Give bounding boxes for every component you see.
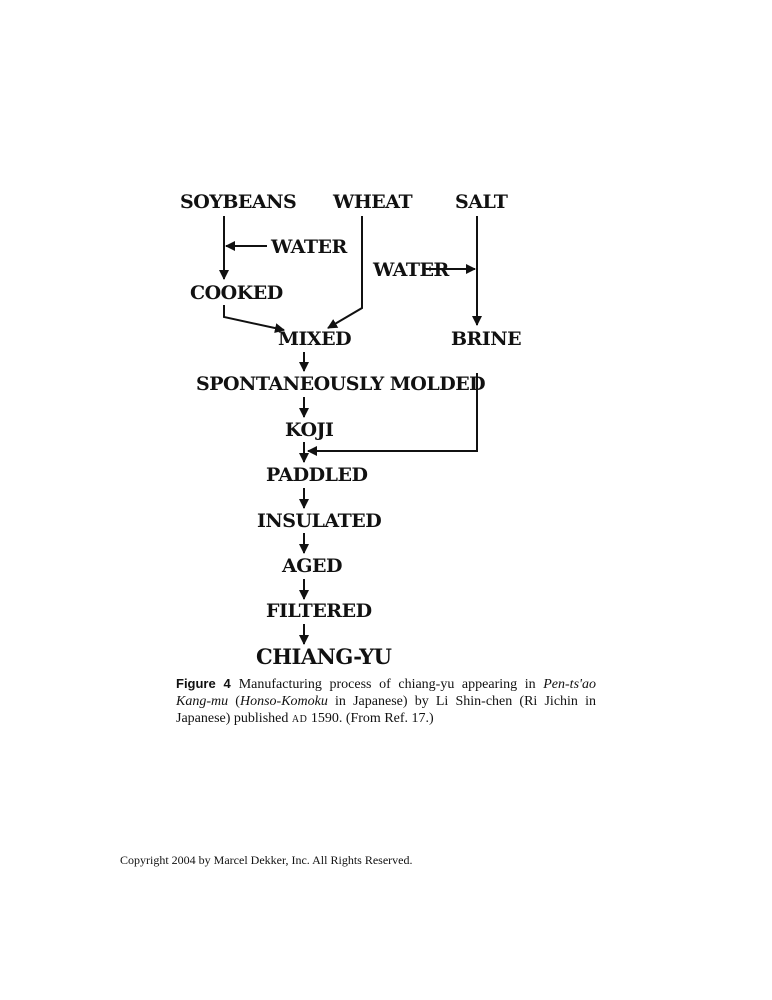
node-filtered: FILTERED <box>266 600 372 622</box>
figure-caption: Figure 4 Manufacturing process of chiang-… <box>176 675 596 728</box>
node-aged: AGED <box>281 555 342 577</box>
node-salt: SALT <box>455 191 508 213</box>
node-water-right: WATER <box>372 259 449 281</box>
caption-italic-title: Pen-ts'ao Kang-mu <box>176 677 597 709</box>
arrow-brine-to-paddled <box>307 373 478 456</box>
caption-text-3: in Japanese) by Li Shin-chen (Ri Jichin … <box>176 694 596 726</box>
node-insulated: INSULATED <box>257 510 381 532</box>
node-paddled: PADDLED <box>266 464 367 486</box>
node-wheat: WHEAT <box>332 191 412 213</box>
node-soybeans: SOYBEANS <box>180 191 296 213</box>
process-flow-diagram: SOYBEANS WHEAT SALT WATER WATER COOKED M… <box>180 191 522 669</box>
figure-label: Figure 4 <box>176 676 231 691</box>
node-spontaneously-molded: SPONTANEOUSLY MOLDED <box>196 373 485 395</box>
copyright-notice: Copyright 2004 by Marcel Dekker, Inc. Al… <box>120 853 413 867</box>
node-brine: BRINE <box>451 328 521 350</box>
arrow-cooked-to-mixed <box>223 305 285 333</box>
node-chiang-yu: CHIANG-YU <box>256 644 392 669</box>
node-water-left: WATER <box>270 236 347 258</box>
caption-text-4: 1590. (From Ref. 17.) <box>307 711 434 726</box>
node-cooked: COOKED <box>190 282 283 304</box>
arrow-wheat-to-mixed <box>327 216 363 329</box>
caption-era: AD <box>291 714 308 725</box>
node-koji: KOJI <box>285 419 334 441</box>
caption-italic-japanese-title: Honso-Komoku <box>239 694 328 709</box>
caption-text-2: ( <box>228 694 240 709</box>
node-mixed: MIXED <box>278 328 351 350</box>
caption-text-1: Manufacturing process of chiang-yu appea… <box>238 677 544 692</box>
